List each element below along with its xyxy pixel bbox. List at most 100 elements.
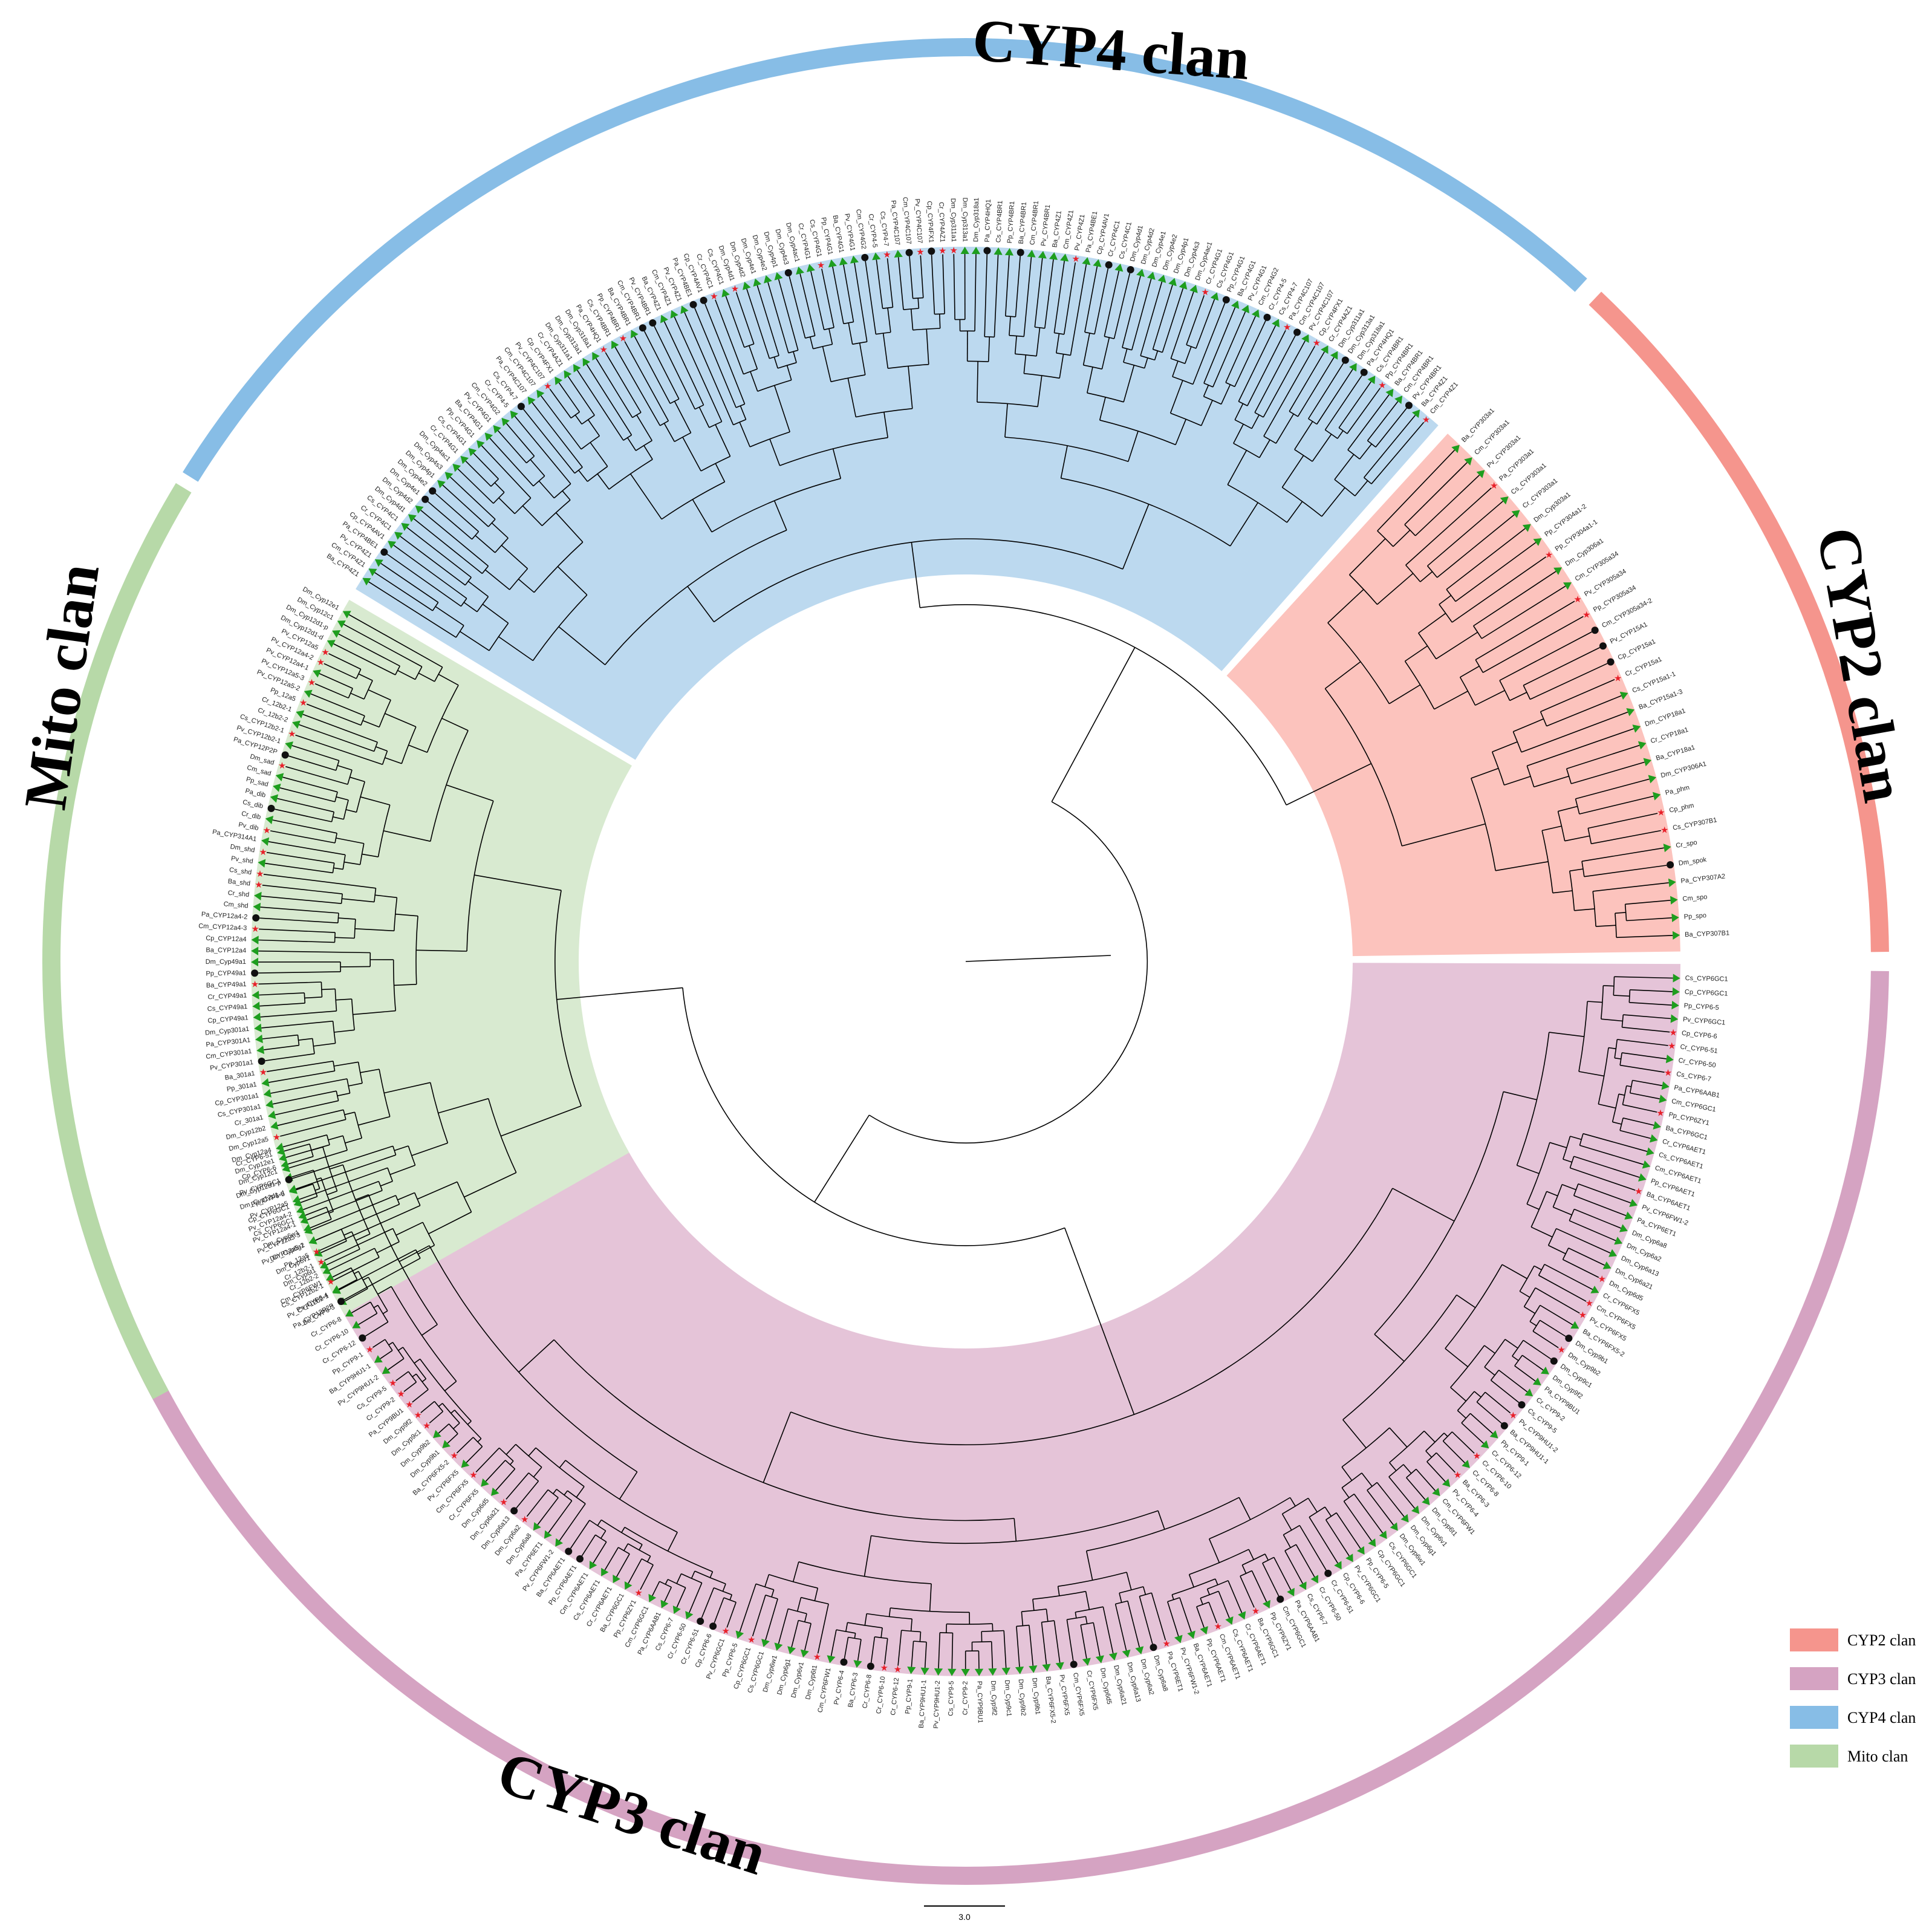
- branch-arc-mito: [343, 1110, 346, 1120]
- tip-marker-triangle: [555, 1538, 564, 1547]
- tip-marker-star: ★: [949, 245, 957, 256]
- branch-cyp4: [715, 424, 731, 457]
- branch-cyp4: [789, 276, 806, 339]
- branch-cyp3: [1612, 1121, 1622, 1125]
- tip-marker-dot: [867, 1662, 874, 1670]
- branch-cyp3: [438, 1403, 443, 1407]
- branch-cyp3: [1491, 1379, 1520, 1404]
- tip-marker-triangle: [362, 577, 371, 586]
- branch-cyp3: [639, 1544, 643, 1550]
- branch-cyp4: [1034, 258, 1043, 328]
- leaf-label: Ba_CYP6FX5-2: [412, 1459, 451, 1497]
- branch-cyp3: [1284, 1550, 1304, 1584]
- branch-cyp3: [1251, 1570, 1267, 1602]
- branch-cyp4: [749, 345, 758, 369]
- branch-mito: [339, 1249, 416, 1290]
- root-branch: [1051, 647, 1136, 802]
- branch-mito: [324, 663, 357, 679]
- tip-marker-dot: [1405, 402, 1413, 409]
- legend-label-cyp2: CYP2 clan: [1847, 1631, 1916, 1649]
- branch-cyp2: [1625, 900, 1671, 905]
- leaf-label: Pa_CYP12a4-2: [201, 911, 248, 921]
- tip-marker-star: ★: [1313, 337, 1321, 348]
- branch-arc-mito: [377, 804, 391, 857]
- branch-cyp2: [1521, 711, 1628, 753]
- leaf-label: Cm_CYP4G2: [854, 209, 867, 250]
- branch-cyp2: [1418, 613, 1446, 634]
- branch-cyp4: [435, 606, 464, 626]
- tip-marker-dot: [252, 914, 260, 922]
- tip-marker-star: ★: [938, 246, 946, 256]
- branch-arc-cyp3: [1325, 1512, 1337, 1520]
- tip-marker-triangle: [1619, 1224, 1628, 1232]
- branch-cyp4: [883, 412, 888, 438]
- tip-marker-triangle: [1642, 1160, 1651, 1169]
- branch-arc-mito: [332, 1021, 336, 1044]
- tip-marker-star: ★: [256, 868, 264, 879]
- branch-cyp3: [1053, 1620, 1061, 1663]
- branch-cyp2: [1584, 865, 1667, 877]
- branch-mito: [264, 1044, 299, 1050]
- branch-cyp4: [1192, 303, 1226, 385]
- tip-marker-triangle: [1533, 538, 1542, 546]
- leaf-label: Pv_shd: [230, 855, 253, 865]
- tip-marker-triangle: [994, 247, 1003, 255]
- branch-arc-cyp2: [1523, 685, 1531, 700]
- leaf-label: Cs_CYP4-7: [879, 211, 890, 247]
- branch-cyp4: [1004, 403, 1008, 438]
- branch-cyp4: [522, 505, 543, 526]
- leaf-label: Ba_CYP15a1-3: [1638, 688, 1683, 711]
- branch-cyp3: [1208, 1602, 1217, 1624]
- branch-cyp2: [1626, 917, 1672, 922]
- leaf-label: Cp_CYP12a4: [206, 935, 247, 943]
- branch-mito: [357, 1116, 391, 1126]
- tip-marker-triangle: [251, 935, 259, 945]
- branch-cyp4: [1367, 401, 1399, 441]
- tip-marker-triangle: [555, 376, 563, 385]
- tip-marker-triangle: [1179, 281, 1188, 290]
- tip-marker-triangle: [342, 611, 351, 619]
- branch-cyp4: [799, 273, 816, 336]
- branch-cyp2: [1327, 589, 1364, 623]
- branch-mito: [314, 683, 349, 699]
- branch-cyp3: [1530, 1226, 1553, 1238]
- tip-marker-triangle: [920, 1667, 929, 1676]
- branch-cyp3: [365, 1321, 389, 1337]
- tip-marker-triangle: [907, 1666, 916, 1674]
- branch-cyp4: [1259, 439, 1270, 458]
- branch-cyp3: [1540, 1319, 1566, 1337]
- branch-cyp4: [848, 322, 853, 345]
- branch-cyp3: [804, 1623, 812, 1651]
- branch-cyp4: [942, 254, 945, 314]
- branch-arc-cyp4: [813, 343, 833, 350]
- branch-cyp4: [1172, 360, 1179, 377]
- branch-arc-mito: [392, 1228, 400, 1242]
- branch-cyp4: [843, 264, 854, 322]
- tip-marker-triangle: [680, 305, 689, 314]
- branch-cyp4: [1225, 316, 1257, 383]
- branch-mito: [270, 1078, 348, 1094]
- branch-arc-cyp3: [847, 1622, 883, 1628]
- tip-marker-triangle: [292, 720, 301, 729]
- branch-cyp3: [1614, 976, 1673, 979]
- leaf-label: Cm_CYP6FW1: [816, 1667, 832, 1713]
- branch-mito: [394, 1145, 409, 1151]
- branch-cyp3: [619, 1471, 638, 1500]
- tip-marker-triangle: [251, 957, 259, 967]
- branch-cyp3: [343, 1231, 353, 1236]
- tip-marker-triangle: [1638, 741, 1647, 750]
- branch-arc-mito: [334, 833, 337, 844]
- branch-cyp4: [497, 430, 527, 464]
- branch-cyp3: [771, 1589, 775, 1598]
- leaf-label: Dm_CYP18a1: [1644, 708, 1686, 728]
- branch-cyp3: [570, 1520, 590, 1549]
- branch-mito: [375, 894, 397, 899]
- tip-marker-triangle: [304, 689, 313, 698]
- branch-mito: [259, 1003, 305, 1007]
- branch-cyp3: [1544, 1264, 1593, 1290]
- branch-cyp3: [1521, 1355, 1544, 1371]
- branch-cyp4: [1308, 363, 1344, 419]
- tip-marker-triangle: [1451, 444, 1460, 454]
- branch-cyp4: [994, 255, 999, 337]
- branch-arc-cyp4: [1140, 355, 1155, 361]
